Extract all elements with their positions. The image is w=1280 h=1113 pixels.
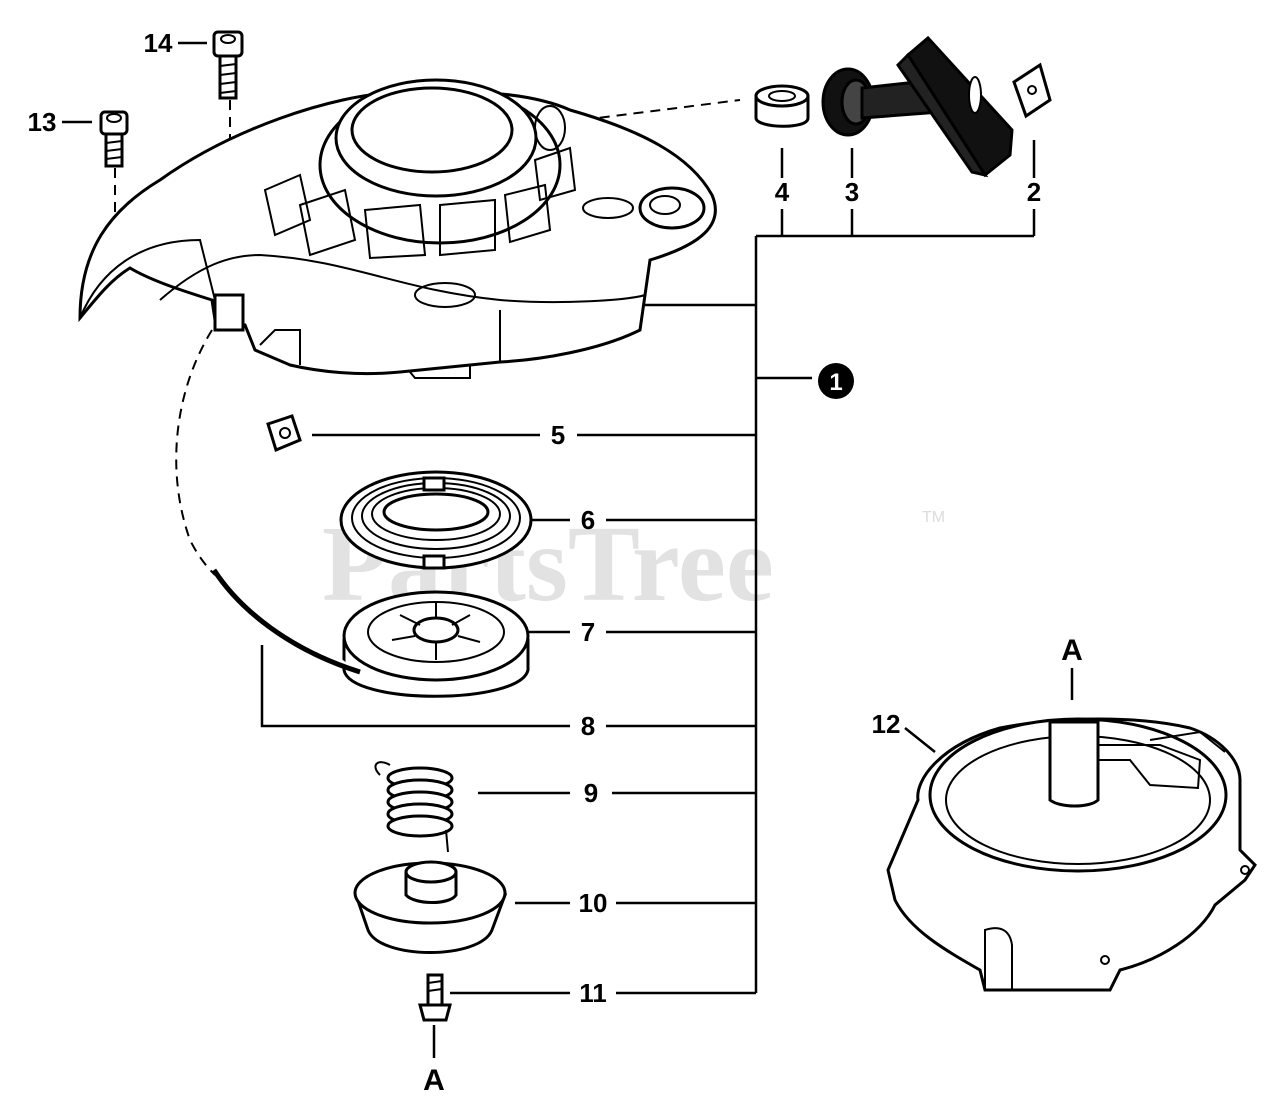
ratchet-10-part [353,860,508,954]
letter-a-bottom: A [423,1064,445,1097]
callout-7: 7 [581,617,595,647]
watermark-tm: TM [922,509,945,526]
callout-1-badge: 1 [818,363,854,399]
callout-1: 1 [829,369,842,396]
callout-4: 4 [775,177,790,207]
spiral-spring-6-part [339,470,533,570]
callout-3: 3 [845,177,859,207]
callout-12: 12 [872,709,901,739]
coil-spring-9-part [374,761,454,853]
callout-8: 8 [581,711,595,741]
callout-11: 11 [579,978,607,1008]
screw-13-part [99,110,129,168]
bushing-4-part [754,84,810,128]
reel-7-part [342,590,530,698]
callout-14: 14 [144,28,173,58]
callout-9: 9 [584,778,598,808]
callout-2: 2 [1027,177,1041,207]
callout-6: 6 [581,505,595,535]
callout-5: 5 [551,420,565,450]
rope-8-part [211,568,361,675]
callout-13: 13 [28,107,57,137]
letter-a-housing: A [1061,634,1083,667]
recoil-case-12-part [886,717,1257,992]
nut-5-part [266,414,302,453]
handle-2-part [896,35,1014,178]
bolt-11-part [418,973,452,1022]
insert-part [1012,62,1052,119]
starter-housing-part [78,78,717,379]
callout-10: 10 [579,888,608,918]
leader-lines [62,41,1074,1058]
screw-14-part [212,30,244,100]
